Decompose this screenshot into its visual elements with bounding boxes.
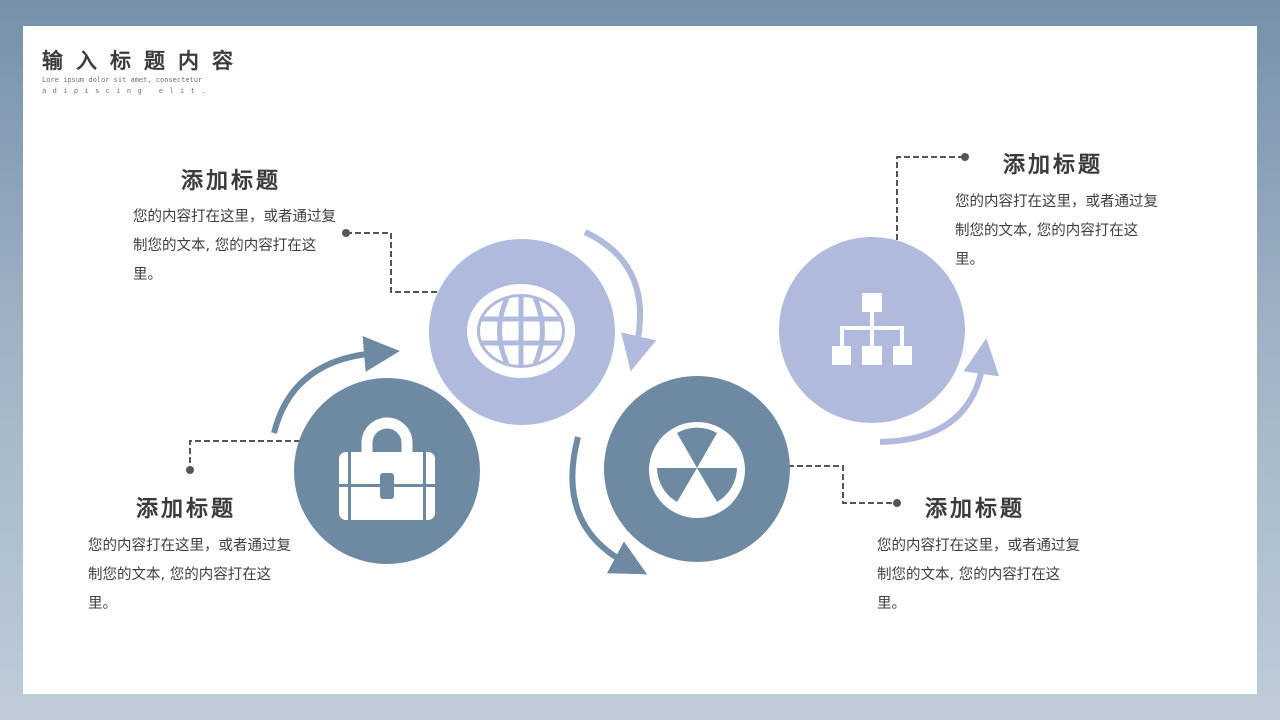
briefcase-icon bbox=[339, 417, 435, 520]
connector-bottom-left bbox=[189, 440, 300, 469]
connector-dot bbox=[893, 499, 901, 507]
block-body-top-right: 您的内容打在这里，或者通过复制您的文本, 您的内容打在这里。 bbox=[955, 194, 1158, 268]
page-subtitle: Lore ipsum dolor sit amet, consectetur a… bbox=[42, 75, 242, 97]
arrow-briefcase-to-globe bbox=[271, 336, 400, 434]
block-title-top-right: 添加标题 bbox=[1003, 153, 1104, 178]
block-title-bottom-right: 添加标题 bbox=[925, 497, 1026, 522]
connector-top-right bbox=[896, 156, 964, 240]
block-body-bottom-right: 您的内容打在这里，或者通过复制您的文本, 您的内容打在这里。 bbox=[877, 538, 1080, 612]
connector-top-left bbox=[346, 232, 438, 293]
radiation-icon bbox=[649, 422, 745, 518]
connector-dot bbox=[342, 229, 350, 237]
connector-dot bbox=[961, 153, 969, 161]
globe-icon bbox=[467, 284, 575, 378]
subtitle-line-1: Lore ipsum dolor sit amet, consectetur bbox=[42, 76, 203, 84]
connector-bottom-right bbox=[788, 465, 896, 504]
block-title-bottom-left: 添加标题 bbox=[136, 497, 237, 522]
arrow-down-to-radiation bbox=[569, 436, 648, 575]
connector-dot bbox=[186, 466, 194, 474]
block-title-top-left: 添加标题 bbox=[181, 169, 282, 194]
block-body-top-left: 您的内容打在这里，或者通过复制您的文本, 您的内容打在这里。 bbox=[133, 209, 336, 283]
page-title: 输入标题内容 bbox=[42, 49, 246, 73]
block-body-bottom-left: 您的内容打在这里，或者通过复制您的文本, 您的内容打在这里。 bbox=[88, 538, 291, 612]
org-chart-icon bbox=[832, 293, 912, 365]
arrow-globe-to-radiation bbox=[583, 229, 657, 372]
subtitle-line-2: adipiscing elit. bbox=[42, 87, 212, 95]
arrow-to-hierarchy bbox=[879, 338, 1000, 445]
